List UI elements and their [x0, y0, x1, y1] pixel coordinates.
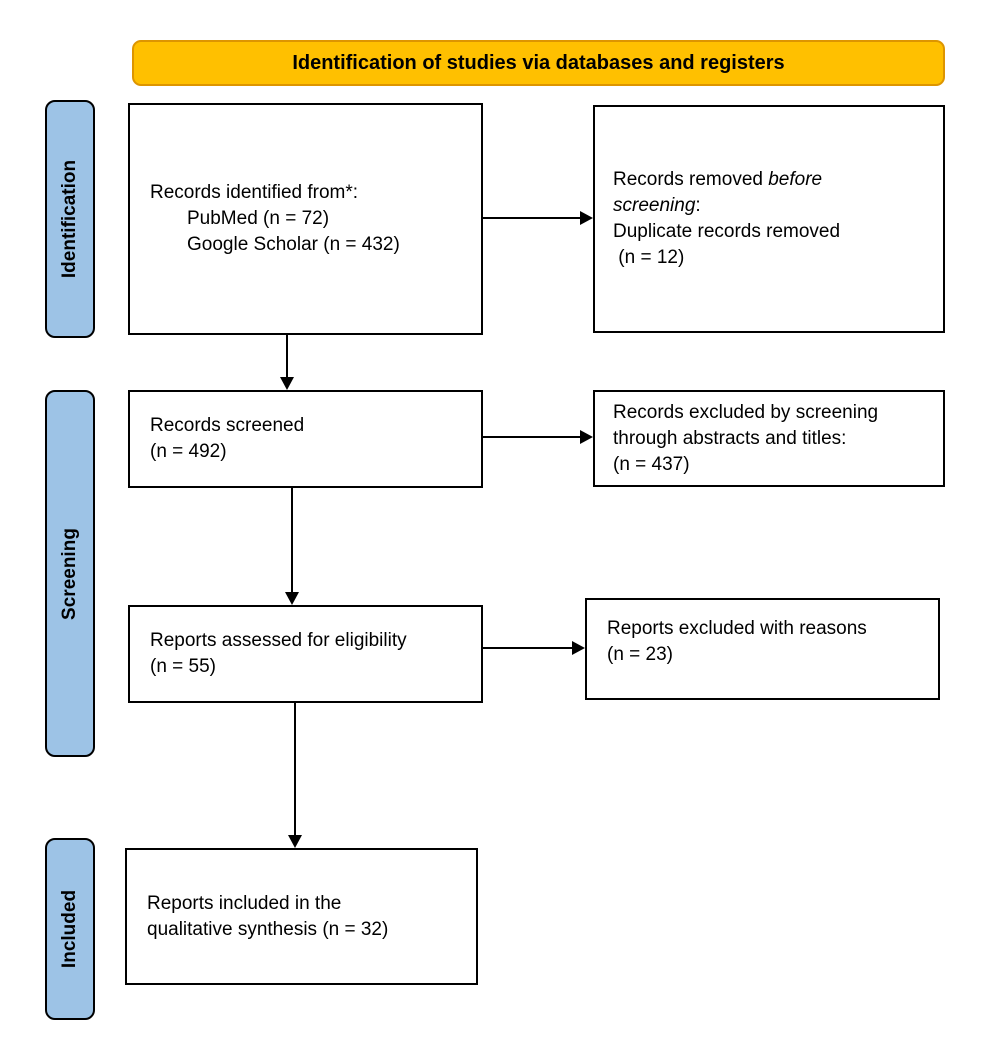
reports-included-line2: qualitative synthesis (n = 32) [147, 918, 389, 940]
arrow-head-right-icon [572, 641, 585, 655]
reports-assessed-line1: Reports assessed for eligibility [150, 630, 407, 651]
records-removed-line1: Records removed before [613, 169, 823, 190]
stage-screening: Screening [45, 390, 95, 757]
box-reports-excluded-with-reasons: Reports excluded with reasons (n = 23) [585, 598, 940, 700]
arrow-line [483, 647, 572, 649]
records-removed-line2: screening: [613, 195, 701, 216]
stage-included-label: Included [59, 889, 80, 969]
arrow-head-right-icon [580, 211, 593, 225]
arrow-head-down-icon [285, 592, 299, 605]
box-records-identified: Records identified from*: PubMed (n = 72… [128, 103, 483, 335]
records-excluded-line1: Records excluded by screening [613, 401, 879, 423]
banner-identification-via-databases: Identification of studies via databases … [132, 40, 945, 86]
box-records-excluded-by-screening: Records excluded by screening through ab… [593, 390, 945, 487]
box-reports-included: Reports included in the qualitative synt… [125, 848, 478, 985]
records-removed-duplicates: Duplicate records removed [613, 221, 841, 242]
box-records-screened: Records screened (n = 492) [128, 390, 483, 488]
reports-excluded-count: (n = 23) [607, 644, 674, 665]
stage-identification-label: Identification [59, 159, 81, 279]
reports-assessed-count: (n = 55) [150, 656, 217, 677]
records-screened-line1: Records screened [150, 415, 305, 436]
records-identified-line1: Records identified from*: [150, 182, 359, 203]
arrow-line [291, 488, 293, 592]
records-removed-count: (n = 12) [613, 247, 685, 268]
box-reports-assessed: Reports assessed for eligibility (n = 55… [128, 605, 483, 703]
box-records-removed-before-screening: Records removed before screening: Duplic… [593, 105, 945, 333]
arrow-line [286, 335, 288, 377]
arrow-head-right-icon [580, 430, 593, 444]
arrow-head-down-icon [288, 835, 302, 848]
records-excluded-count: (n = 437) [613, 453, 690, 475]
banner-title: Identification of studies via databases … [292, 51, 785, 74]
stage-included: Included [45, 838, 95, 1020]
records-identified-pubmed: PubMed (n = 72) [187, 208, 330, 229]
arrow-line [483, 217, 580, 219]
arrow-head-down-icon [280, 377, 294, 390]
arrow-line [483, 436, 580, 438]
arrow-line [294, 703, 296, 835]
records-identified-google-scholar: Google Scholar (n = 432) [187, 234, 400, 255]
reports-excluded-line1: Reports excluded with reasons [607, 618, 867, 639]
stage-screening-label: Screening [59, 527, 80, 620]
records-excluded-line2: through abstracts and titles: [613, 427, 847, 449]
stage-identification: Identification [45, 100, 95, 338]
reports-included-line1: Reports included in the [147, 892, 342, 914]
records-screened-count: (n = 492) [150, 441, 227, 462]
